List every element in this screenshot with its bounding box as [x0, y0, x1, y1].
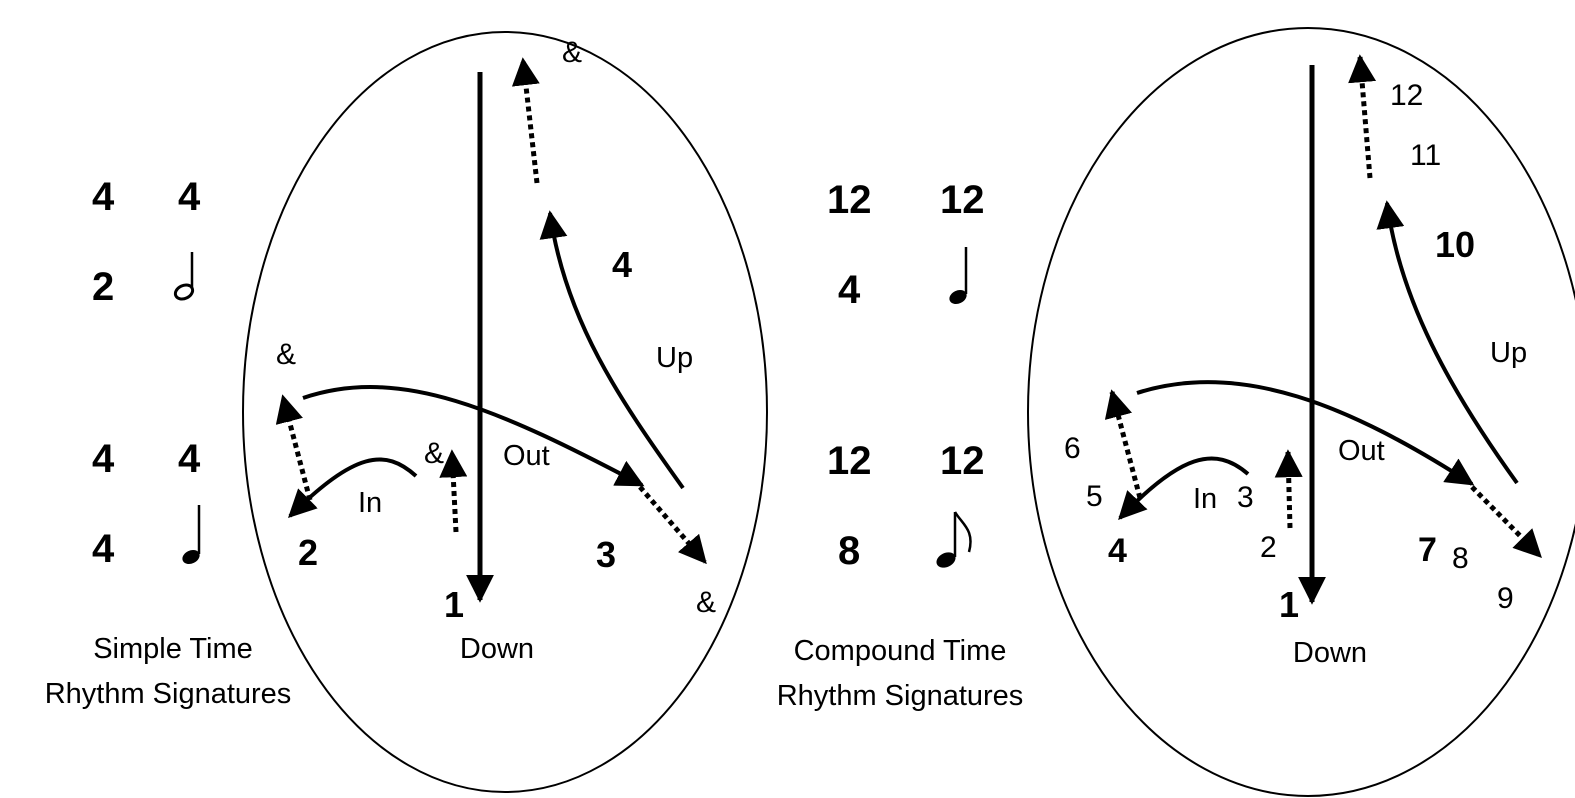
compound-sig1-top: 12 — [827, 178, 872, 222]
compound-caption-line2: Rhythm Signatures — [777, 680, 1024, 712]
simple-label-in: In — [358, 487, 382, 519]
compound-label-up: Up — [1490, 337, 1527, 369]
compound-label-down: Down — [1293, 637, 1367, 669]
compound-rebound-left-up — [1104, 389, 1143, 499]
simple-beat-ellipse — [242, 31, 768, 793]
simple-sig2-top-right: 4 — [178, 437, 201, 481]
simple-beat-4: 4 — [612, 244, 632, 285]
simple-and-right: & — [696, 586, 716, 619]
compound-label-in: In — [1193, 483, 1217, 515]
compound-sig1-bottom: 4 — [838, 268, 861, 312]
compound-beat-12: 12 — [1390, 79, 1423, 112]
compound-rebound-top — [1348, 54, 1377, 179]
compound-caption-line1: Compound Time — [794, 635, 1007, 667]
simple-caption-line1: Simple Time — [93, 633, 253, 665]
quarter-note-icon — [182, 505, 201, 565]
compound-beat-2: 2 — [1260, 531, 1277, 564]
simple-sig1-bottom: 2 — [92, 265, 114, 309]
simple-caption-line2: Rhythm Signatures — [45, 678, 292, 710]
compound-in-arrow — [1118, 456, 1250, 521]
compound-beat-6: 6 — [1064, 432, 1081, 465]
simple-sig2-bottom: 4 — [92, 527, 115, 571]
simple-out-arrow — [302, 385, 645, 487]
eighth-note-icon — [936, 511, 972, 568]
compound-rebound-mid — [1274, 449, 1303, 529]
compound-beat-8: 8 — [1452, 542, 1469, 575]
simple-label-up: Up — [656, 342, 693, 374]
simple-rebound-top — [511, 57, 540, 184]
compound-out-arrow — [1136, 380, 1475, 486]
compound-beat-9: 9 — [1497, 582, 1514, 615]
simple-rebound-left-up — [275, 394, 313, 501]
simple-and-top: & — [562, 36, 582, 69]
simple-sig2-top: 4 — [92, 437, 115, 481]
simple-beat-3: 3 — [596, 534, 616, 575]
compound-beat-3: 3 — [1237, 481, 1254, 514]
compound-beat-4: 4 — [1108, 532, 1127, 570]
compound-beat-5: 5 — [1086, 480, 1103, 513]
compound-beat-1: 1 — [1279, 584, 1299, 625]
simple-label-down: Down — [460, 633, 534, 665]
compound-beat-11: 11 — [1410, 139, 1441, 172]
compound-beat-7: 7 — [1418, 531, 1437, 569]
simple-and-mid: & — [424, 437, 444, 470]
simple-and-left: & — [276, 338, 296, 371]
half-note-icon — [173, 252, 195, 301]
simple-beat-2: 2 — [298, 532, 318, 573]
compound-beat-10: 10 — [1435, 224, 1475, 265]
simple-label-out: Out — [503, 440, 550, 472]
compound-sig2-bottom: 8 — [838, 529, 860, 573]
compound-up-arrow — [1376, 200, 1519, 485]
compound-label-out: Out — [1338, 435, 1385, 467]
compound-sig1-top-right: 12 — [940, 178, 985, 222]
simple-sig1-top-right: 4 — [178, 175, 201, 219]
simple-rebound-mid — [439, 449, 468, 533]
simple-sig1-top: 4 — [92, 175, 115, 219]
quarter-note-icon — [949, 247, 968, 305]
compound-beat-ellipse — [1027, 27, 1575, 797]
simple-beat-1: 1 — [444, 584, 464, 625]
simple-rebound-right — [638, 485, 707, 565]
compound-sig2-top-right: 12 — [940, 439, 985, 483]
compound-sig2-top: 12 — [827, 439, 872, 483]
simple-up-arrow — [539, 210, 685, 490]
compound-rebound-right — [1470, 485, 1542, 558]
